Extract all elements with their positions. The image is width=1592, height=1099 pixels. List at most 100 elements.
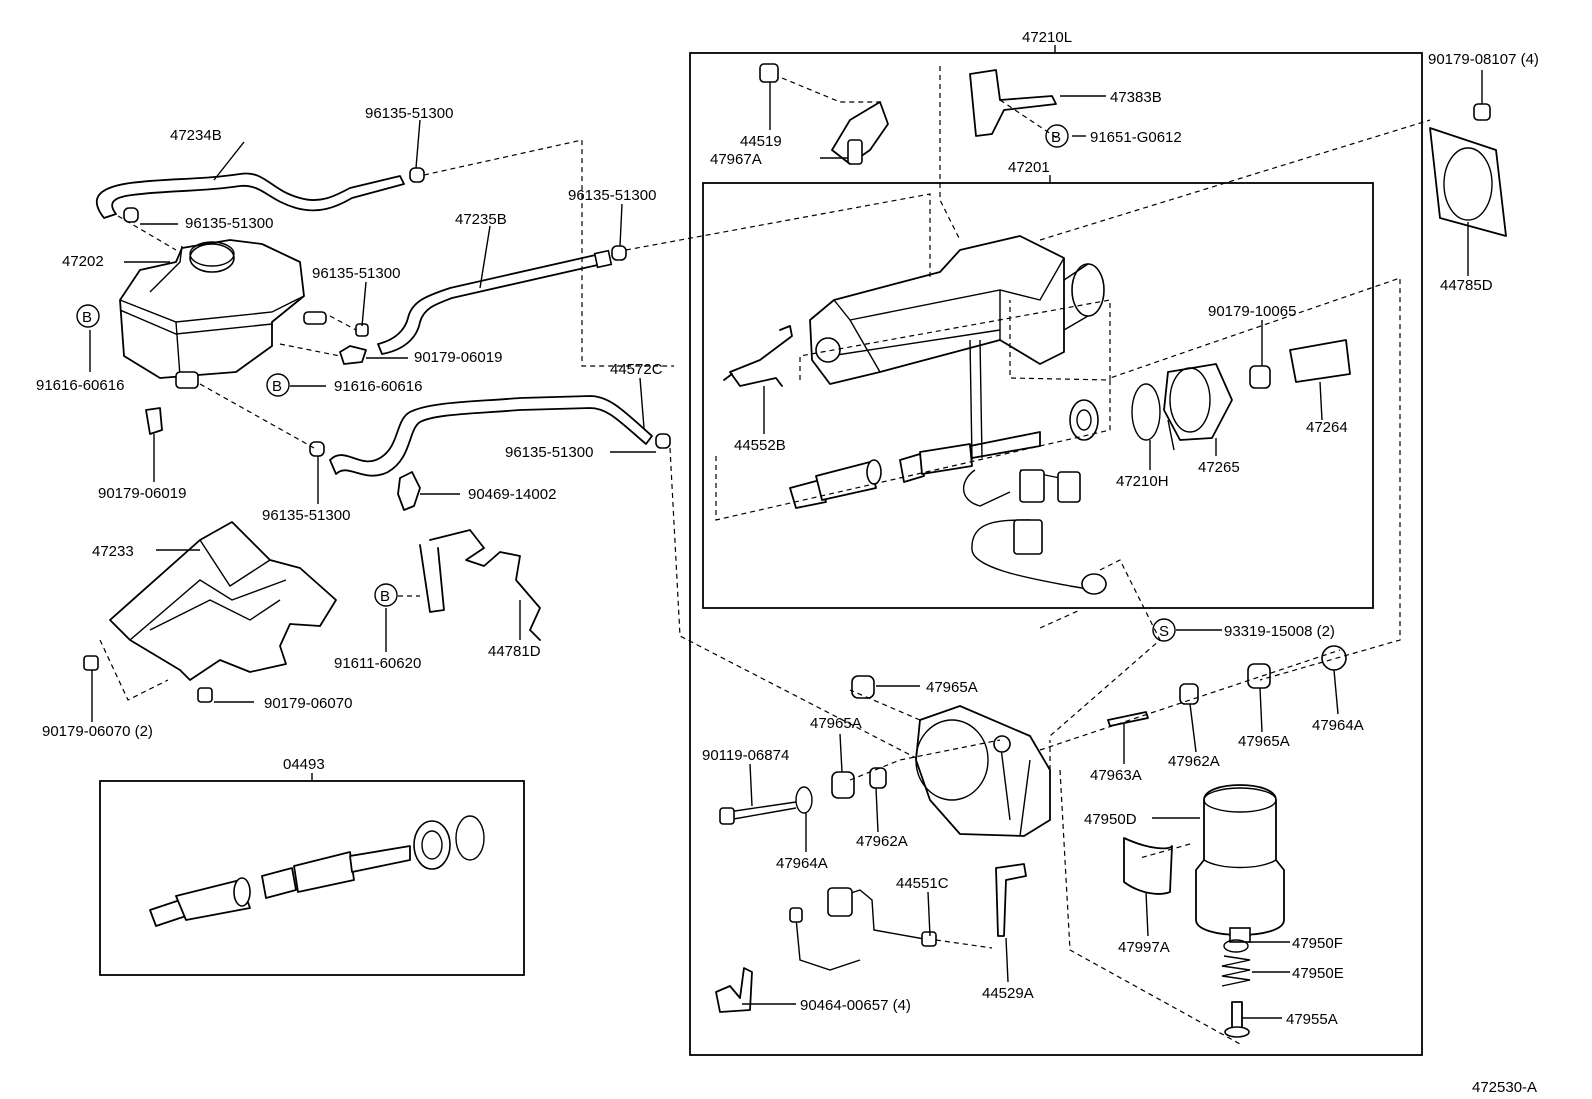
ring-47964a-icon [1321,645,1347,671]
bushing-47965a-icon [851,675,875,699]
label-47997a: 47997A [1118,939,1170,956]
pump-body-47201 [809,235,1105,385]
spring-47950e-icon [1221,955,1251,987]
kit-04493-parts [149,815,485,927]
leader-lines [89,70,1483,1019]
label-47233: 47233 [92,543,134,560]
diagram-id: 472530-A [1472,1079,1537,1096]
sensor-44551c [795,889,931,971]
label-93319-15008: 93319-15008 (2) [1224,623,1335,640]
washer-47962a-icon [869,767,887,789]
label-47955a: 47955A [1286,1011,1338,1028]
label-47950e: 47950E [1292,965,1344,982]
hose-47234b [95,172,405,219]
label-47965a-a: 47965A [926,679,978,696]
label-91611-60620: 91611-60620 [334,655,421,672]
label-91651-g0612: 91651-G0612 [1090,129,1182,146]
bracket-44529a [995,863,1027,937]
label-47950d: 47950D [1084,811,1137,828]
label-90179-10065: 90179-10065 [1208,303,1296,320]
clamp-icon [655,433,671,449]
nut-90179-08107-icon [1473,103,1491,121]
label-47967a: 47967A [710,151,762,168]
label-44551c: 44551C [896,875,949,892]
pin-47963a-icon [1107,711,1149,727]
label-47383b: 47383B [1110,89,1162,106]
label-47962a-a: 47962A [1168,753,1220,770]
group-label-47201: 47201 [1008,159,1050,176]
label-90179-06019-b: 90179-06019 [98,485,186,502]
label-96135-51300-a: 96135-51300 [365,105,453,122]
label-47963a: 47963A [1090,767,1142,784]
sleeve-47997a [1123,837,1173,895]
label-47265: 47265 [1198,459,1240,476]
label-47235b: 47235B [455,211,507,228]
label-47202: 47202 [62,253,104,270]
cylinder-47950d [1195,784,1285,943]
label-47965a-c: 47965A [1238,733,1290,750]
label-44552b: 44552B [734,437,786,454]
sensor-tip-icon [1081,573,1107,595]
clamp-icon [309,441,325,457]
motor-pump [915,705,1051,837]
clip-90179-06019-icon [145,407,163,435]
clip-90179-06019-icon [339,345,367,365]
bracket-47233 [109,521,337,681]
bushing-47965a-icon [831,771,855,799]
bushing-47965a-icon [1247,663,1271,689]
oring-47210h-icon [1131,383,1161,441]
label-44781d: 44781D [488,643,541,660]
label-96135-51300-e: 96135-51300 [505,444,593,461]
label-90119-06874: 90119-06874 [702,747,789,764]
marker-b-icon: B [272,378,282,395]
marker-b-icon: B [82,309,92,326]
ring-47964a-icon [795,786,813,814]
block-47264 [1289,339,1351,383]
marker-s-icon: S [1159,623,1169,640]
bolt-90119-06874-icon [727,801,797,821]
clamp-90464-00657 [715,967,753,1013]
reservoir-47202 [119,239,327,389]
bolt-44519-icon [759,63,779,83]
group-label-47210l: 47210L [1022,29,1072,46]
gasket-44785d [1429,127,1507,237]
label-90464-00657: 90464-00657 (4) [800,997,911,1014]
label-44529a: 44529A [982,985,1034,1002]
label-96135-51300-c: 96135-51300 [312,265,400,282]
washer-47962a-icon [1179,683,1199,705]
marker-b-icon: B [1051,129,1061,146]
inner-assembly-box [702,182,1374,609]
label-44519: 44519 [740,133,782,150]
bracket-47383b [969,69,1057,137]
clamp-icon [123,207,139,223]
label-47264: 47264 [1306,419,1348,436]
group-label-04493: 04493 [283,756,325,773]
connector-icon [1057,471,1081,503]
label-47964a-b: 47964A [776,855,828,872]
outer-assembly-box [689,52,1423,1056]
label-96135-51300-d: 96135-51300 [568,187,656,204]
shaft-assembly [789,399,1099,509]
marker-b-icon: B [380,588,390,605]
nut-90179-10065-icon [1249,365,1271,389]
wire-harness [962,339,1095,591]
label-96135-51300-f: 96135-51300 [262,507,350,524]
dashed-guides [99,66,1431,1045]
oring-47950f-icon [1223,939,1249,953]
connector-icon [1013,519,1043,555]
wire-44781d [419,529,541,641]
label-90179-06019-a: 90179-06019 [414,349,502,366]
label-47965a-b: 47965A [810,715,862,732]
label-96135-51300-b: 96135-51300 [185,215,273,232]
label-47962a-b: 47962A [856,833,908,850]
clip-90469-14002-icon [397,471,421,511]
sensor-44552b [723,325,793,387]
label-90469-14002: 90469-14002 [468,486,556,503]
clamp-icon [409,167,425,183]
label-47234b: 47234B [170,127,222,144]
label-47950f: 47950F [1292,935,1343,952]
label-91616-60616-a: 91616-60616 [36,377,124,394]
label-44572c: 44572C [610,361,663,378]
label-90179-06070-a: 90179-06070 [264,695,352,712]
